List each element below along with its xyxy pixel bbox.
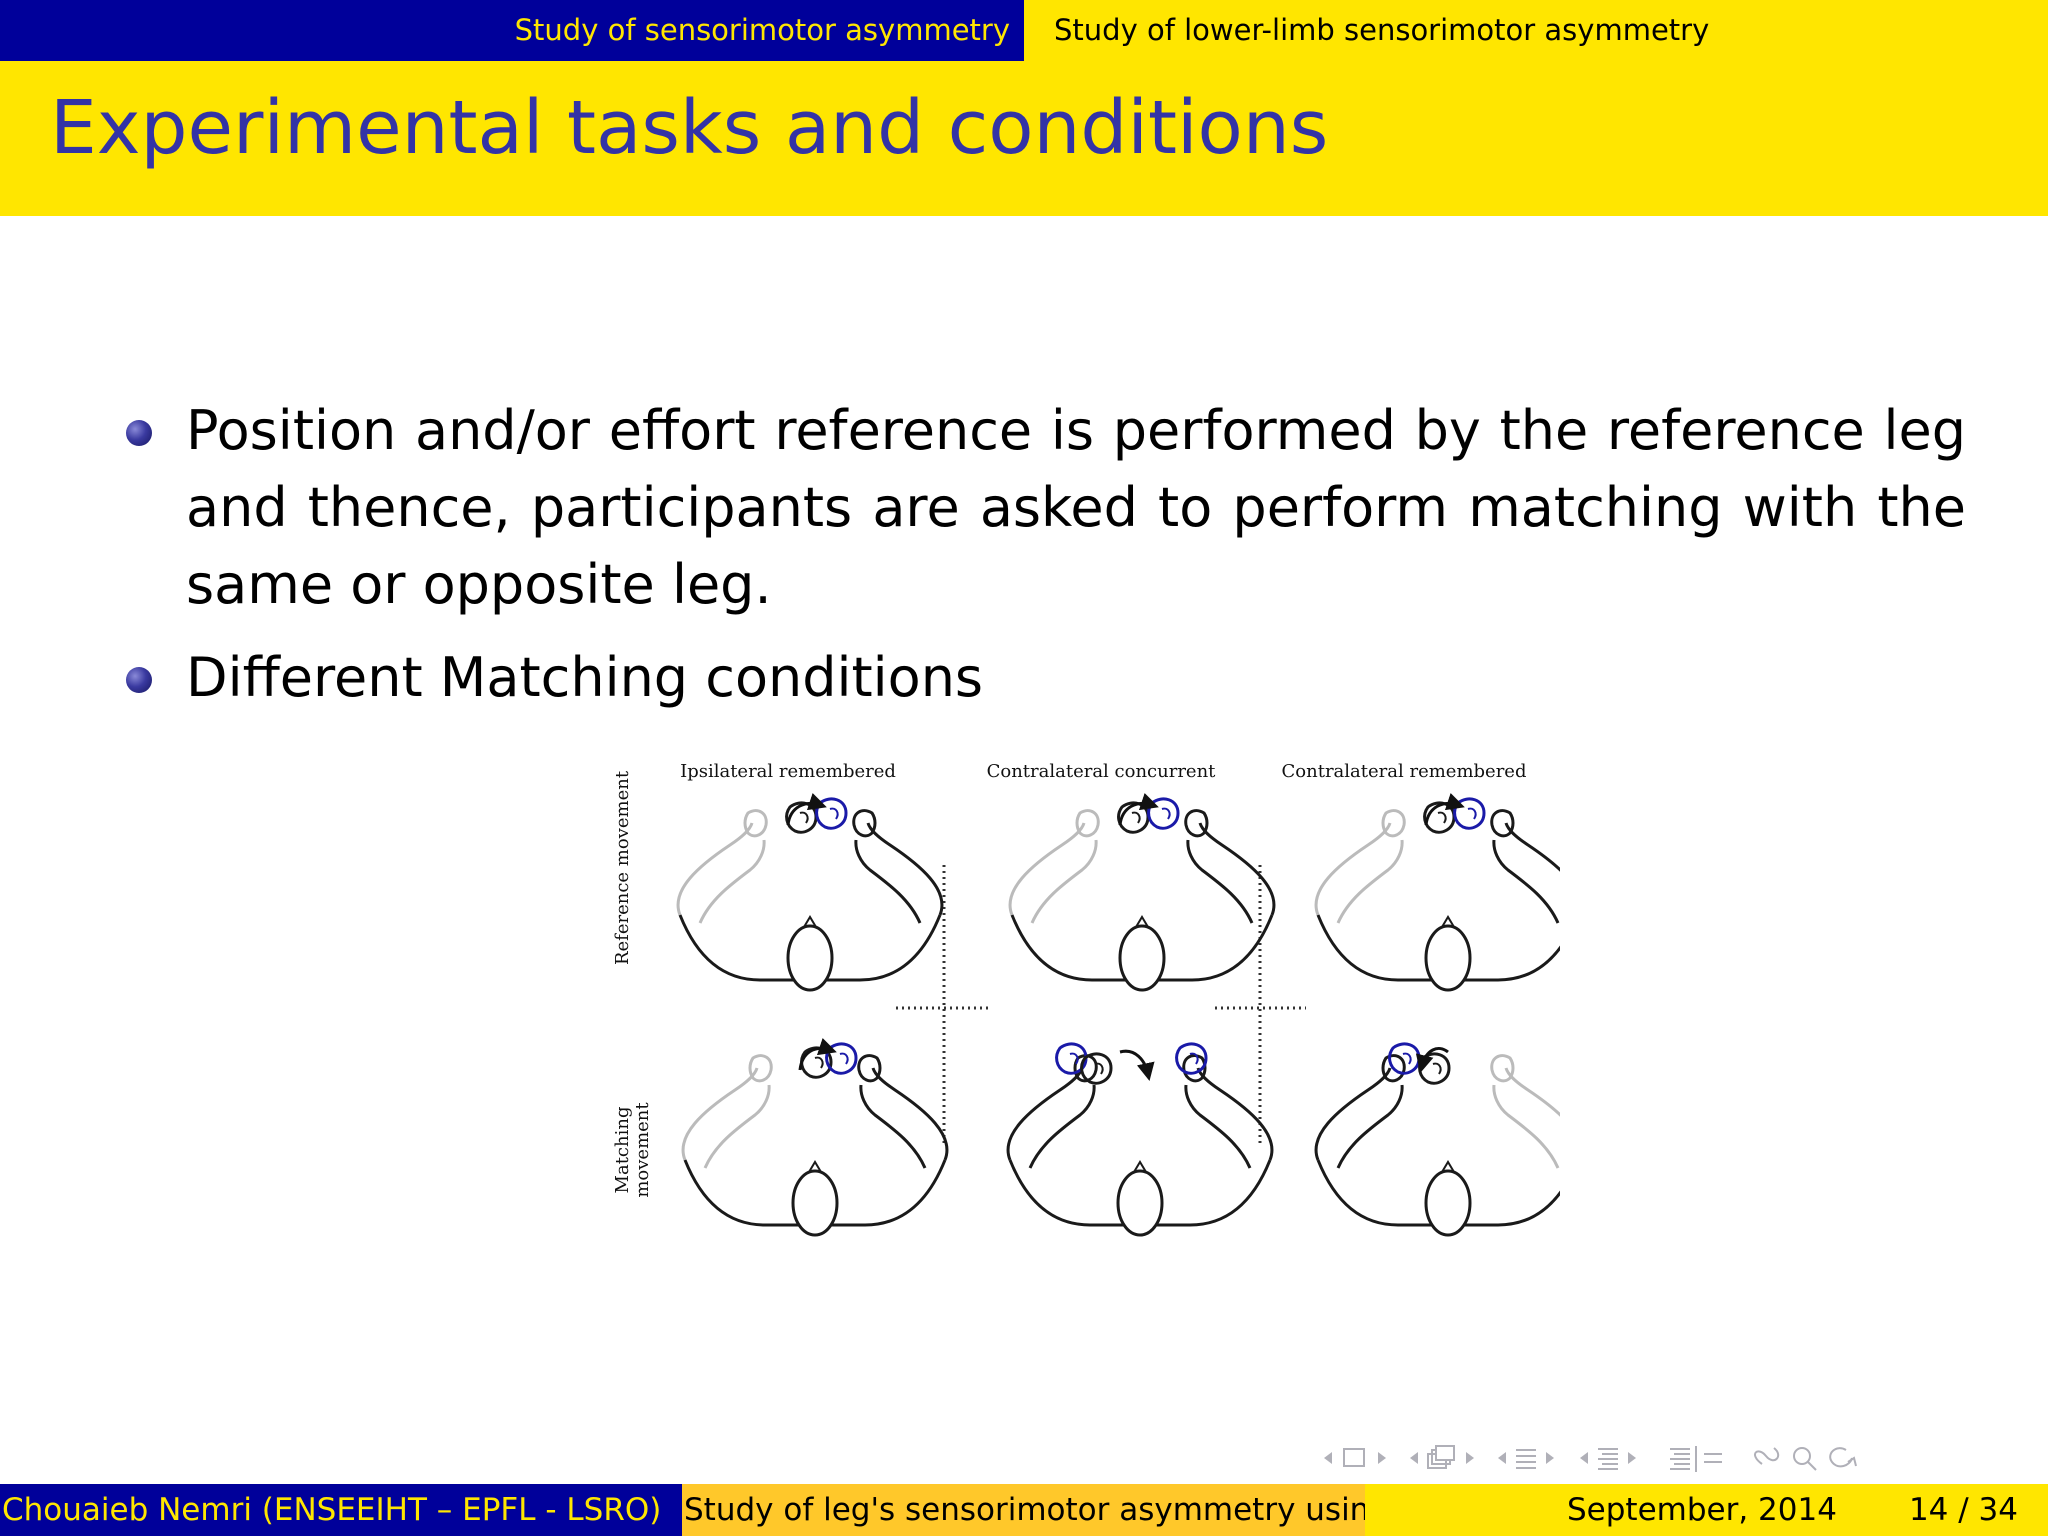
matching-conditions-figure: Ipsilateral remembered Contralateral con…	[600, 750, 1582, 1250]
row-label: Reference movement	[612, 770, 633, 965]
nav-frame-icon[interactable]	[1324, 1448, 1386, 1467]
reference-figure-2	[1008, 793, 1276, 992]
bullet-text: Different Matching conditions	[186, 646, 984, 709]
footer-author-box: Chouaieb Nemri (ENSEEIHT – EPFL - LSRO)	[0, 1484, 682, 1536]
nav-search-icon[interactable]	[1754, 1447, 1857, 1471]
nav-section-link[interactable]: Study of sensorimotor asymmetry	[514, 13, 1010, 47]
matching-figure-3	[1314, 1042, 1582, 1237]
column-label: Contralateral remembered	[1282, 761, 1527, 782]
bullet-marker-icon	[126, 667, 152, 693]
footer-short-title: Study of leg's sensorimotor asymmetry us…	[684, 1492, 1365, 1528]
matching-figure-1	[681, 1038, 949, 1237]
footer-title-box: Study of leg's sensorimotor asymmetry us…	[682, 1484, 1365, 1536]
bullet-text: Position and/or effort reference is perf…	[186, 399, 1966, 616]
row-label: movement	[632, 1102, 653, 1198]
column-label: Contralateral concurrent	[987, 761, 1217, 782]
matching-figure-2	[1006, 1042, 1274, 1237]
nav-right-panel: Study of lower-limb sensorimotor asymmet…	[1024, 0, 2048, 61]
reference-figure-3	[1314, 793, 1582, 992]
reference-figure-1	[676, 793, 944, 992]
footer-author: Chouaieb Nemri (ENSEEIHT – EPFL - LSRO)	[2, 1492, 662, 1528]
panel-separators	[896, 865, 1306, 1145]
column-label: Ipsilateral remembered	[680, 761, 896, 782]
row-label: Matching	[612, 1107, 633, 1194]
nav-subsection-icon[interactable]	[1410, 1445, 1474, 1469]
bullet-marker-icon	[126, 420, 152, 446]
section-navigation: Study of sensorimotor asymmetry Study of…	[0, 0, 2048, 61]
nav-section-icon[interactable]	[1498, 1449, 1554, 1469]
nav-presentation-icon[interactable]	[1580, 1448, 1636, 1470]
footer-date: September, 2014	[1567, 1492, 1837, 1528]
slide-title: Experimental tasks and conditions	[50, 85, 1329, 171]
page-number: 14 / 34	[1908, 1492, 2018, 1528]
beamer-navigation-symbols	[1318, 1440, 2038, 1476]
nav-toc-icon[interactable]	[1670, 1446, 1722, 1472]
frame-title-bar: Experimental tasks and conditions	[0, 61, 2048, 216]
nav-left-panel: Study of sensorimotor asymmetry	[0, 0, 1024, 61]
nav-subsection-link[interactable]: Study of lower-limb sensorimotor asymmet…	[1054, 13, 1710, 47]
footer-date-box: September, 2014 14 / 34	[1365, 1484, 2048, 1536]
slide-footer: Chouaieb Nemri (ENSEEIHT – EPFL - LSRO) …	[0, 1484, 2048, 1536]
